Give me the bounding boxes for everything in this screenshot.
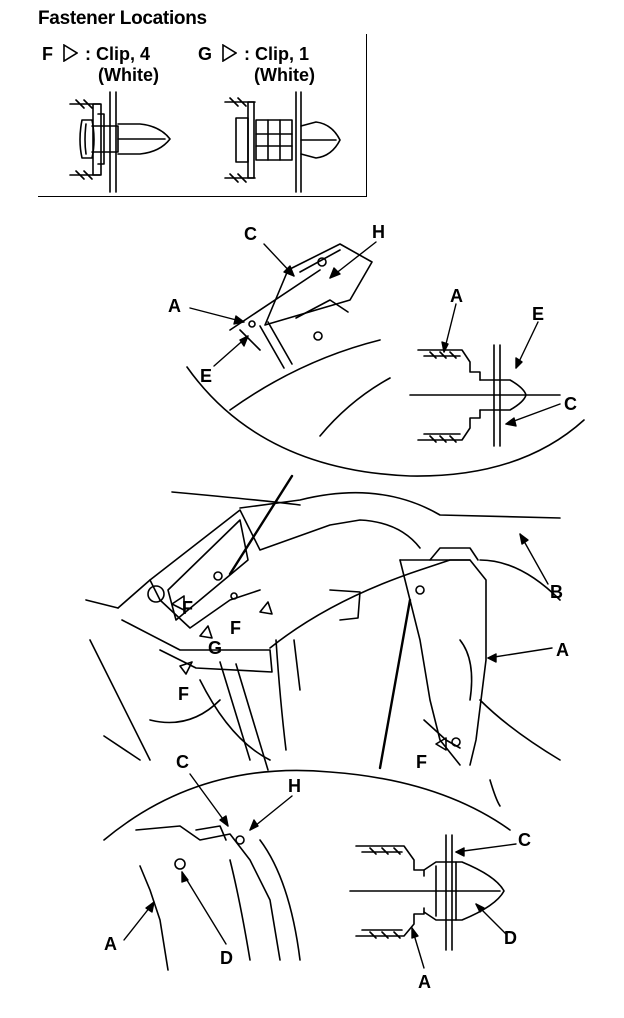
triangle-marker-icon: [171, 595, 185, 611]
callout-f: F: [230, 618, 241, 638]
clip-g-drawing: [224, 91, 341, 193]
fastener-legend-box: F : Clip, 4 (White) G : Clip, 1 (White): [38, 34, 367, 197]
callout-a: A: [450, 286, 463, 306]
callout-c: C: [564, 394, 577, 414]
lower-cross-section: [349, 834, 505, 951]
callout-g: G: [208, 638, 222, 658]
callout-f: F: [182, 598, 193, 618]
lower-detail-view: [103, 769, 511, 971]
triangle-marker-icon: [222, 44, 238, 62]
legend-f-letter: F: [42, 44, 53, 64]
legend-clip-g: G : Clip, 1 (White): [198, 44, 315, 86]
legend-f-text: : Clip, 4: [85, 44, 151, 64]
callout-a: A: [556, 640, 569, 660]
upper-detail-view: [186, 243, 585, 477]
triangle-marker-icon: [199, 625, 213, 639]
callout-a: A: [104, 934, 117, 954]
legend-clip-f: F : Clip, 4 (White): [42, 44, 159, 86]
callout-labels: C H A E A E C B A F F G F F C H C A D D …: [104, 222, 577, 992]
triangle-marker-icon: [179, 661, 193, 675]
pillar-trim-assembly: [85, 491, 561, 807]
callout-h: H: [288, 776, 301, 796]
upper-cross-section: [409, 344, 561, 447]
page-title: Fastener Locations: [38, 8, 207, 29]
callout-e: E: [200, 366, 212, 386]
callout-f: F: [416, 752, 427, 772]
callout-arrows: [123, 241, 561, 969]
callout-f: F: [178, 684, 189, 704]
triangle-marker-icon: [435, 737, 447, 751]
callout-a: A: [418, 972, 431, 992]
triangle-marker-icon: [63, 44, 79, 62]
callout-c: C: [176, 752, 189, 772]
callout-c: C: [518, 830, 531, 850]
callout-d: D: [504, 928, 517, 948]
detail-leader-lines: [228, 474, 412, 770]
callout-a: A: [168, 296, 181, 316]
legend-g-letter: G: [198, 44, 213, 64]
callout-b: B: [550, 582, 563, 602]
fastener-markers: [171, 595, 447, 751]
legend-f-color: (White): [98, 65, 159, 85]
callout-h: H: [372, 222, 385, 242]
legend-g-color: (White): [254, 65, 315, 85]
triangle-marker-icon: [259, 601, 273, 615]
callout-c: C: [244, 224, 257, 244]
callout-e: E: [532, 304, 544, 324]
legend-g-text: : Clip, 1: [244, 44, 310, 64]
clip-f-drawing: [69, 91, 171, 193]
callout-d: D: [220, 948, 233, 968]
